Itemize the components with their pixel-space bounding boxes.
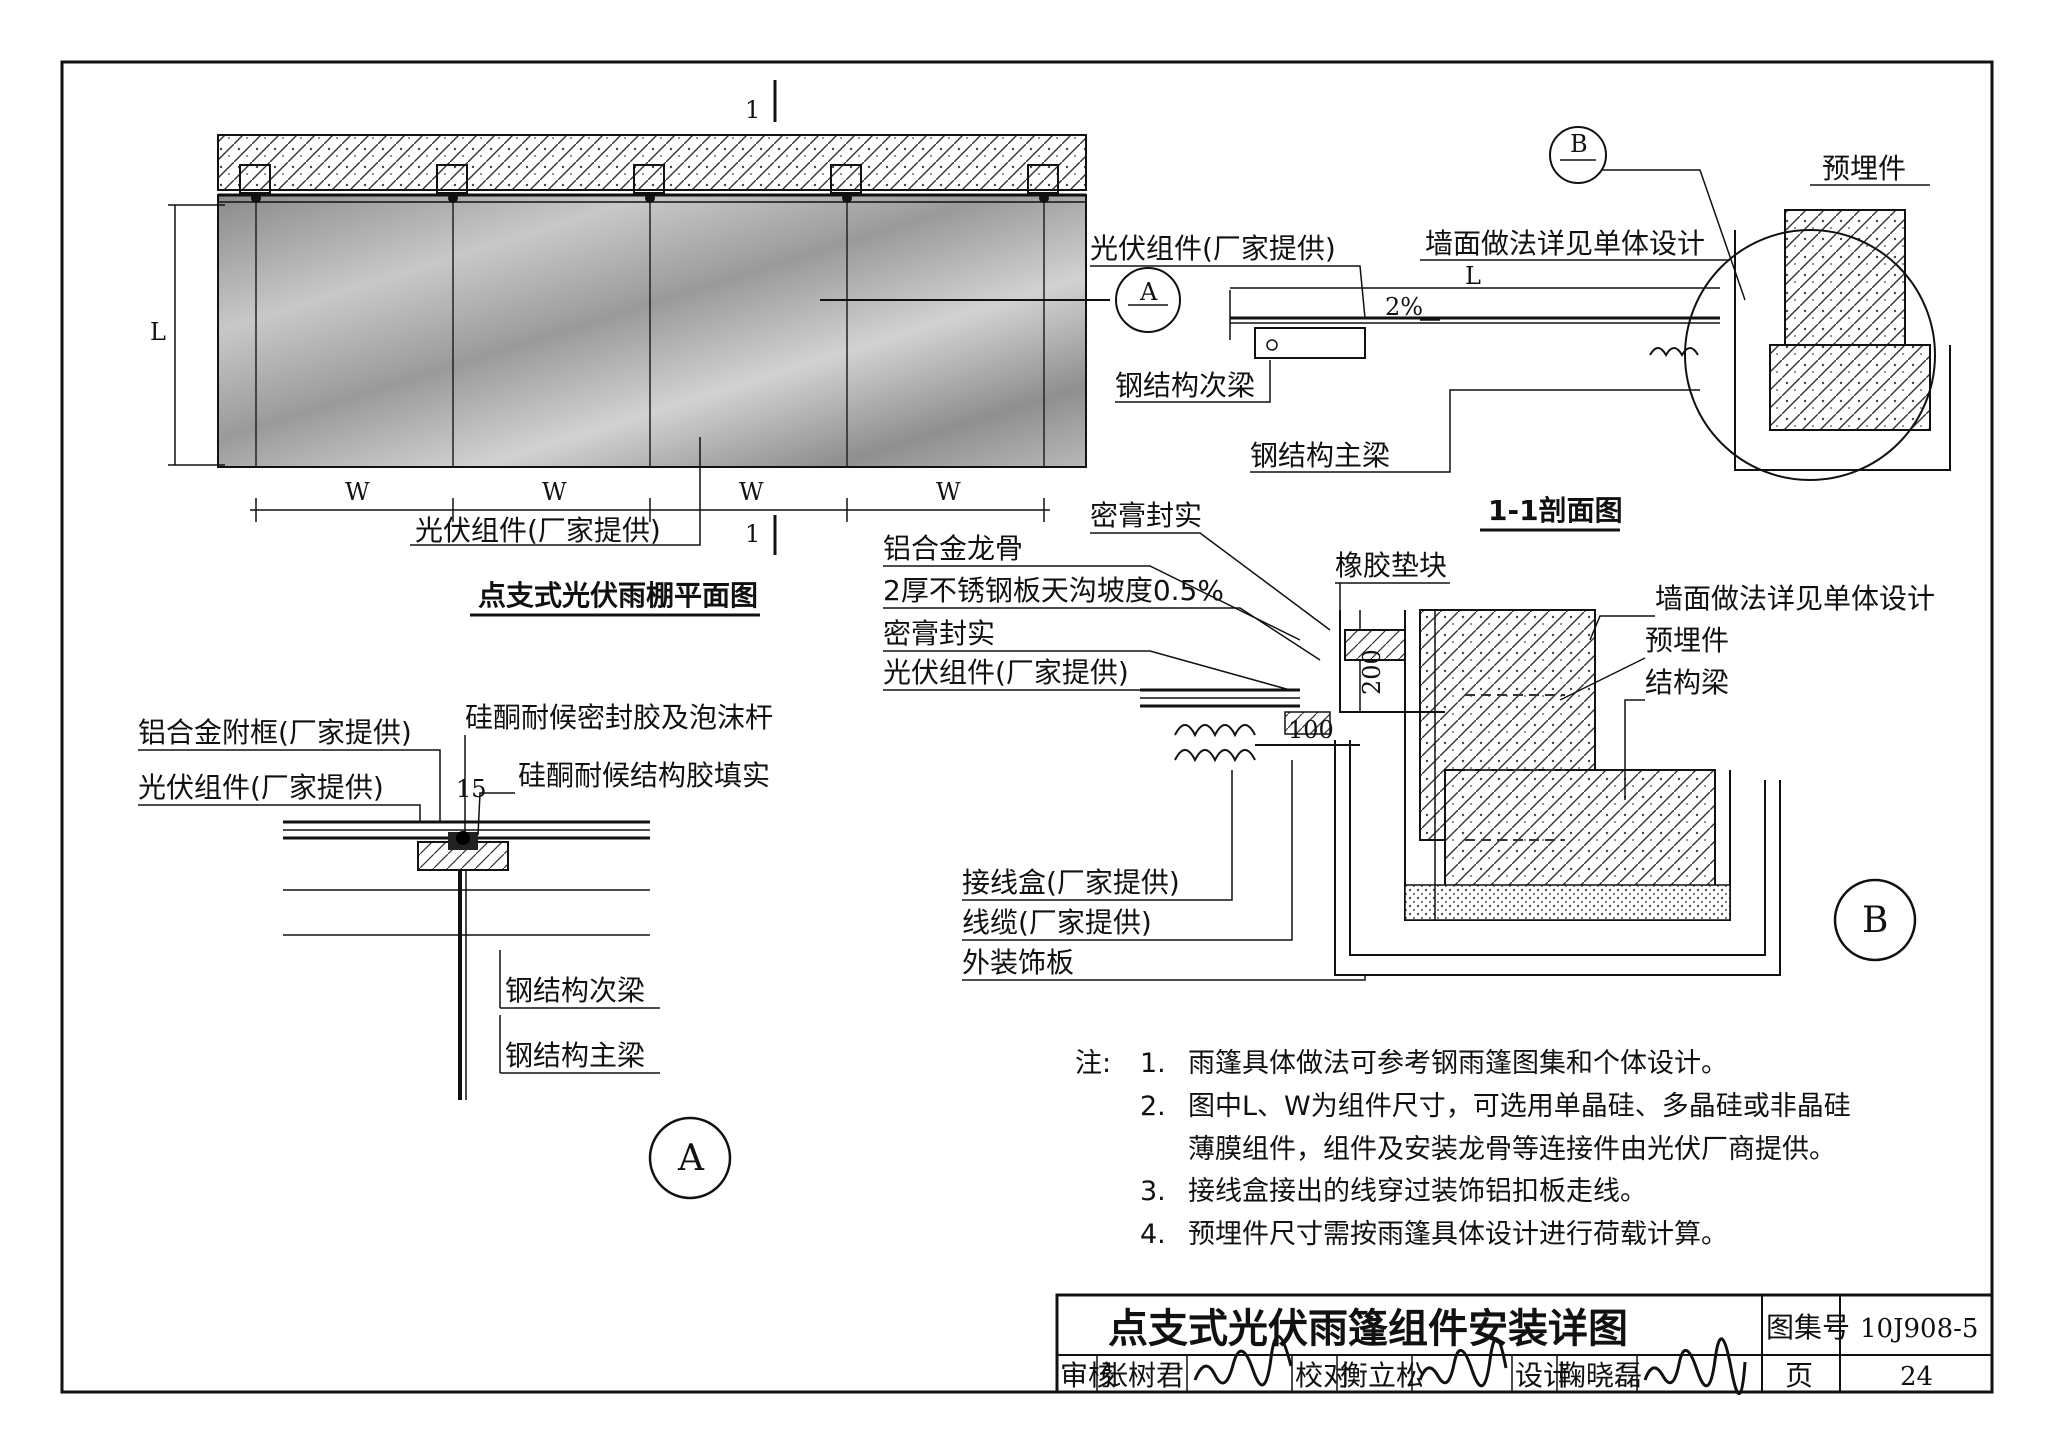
design-name: 鞠晓磊 — [1558, 1359, 1642, 1392]
detail-b-label-gutter: 2厚不锈钢板天沟坡度0.5% — [883, 574, 1224, 607]
detail-a-label-module: 光伏组件(厂家提供) — [138, 771, 384, 804]
note-2-line-1: 图中L、W为组件尺寸，可选用单晶硅、多晶硅或非晶硅 — [1188, 1091, 1851, 1122]
detail-b-label-junction: 接线盒(厂家提供) — [962, 866, 1180, 899]
detail-b-label-module: 光伏组件(厂家提供) — [883, 656, 1129, 689]
section-label-embedded: 预埋件 — [1822, 152, 1906, 185]
page-value: 24 — [1900, 1362, 1933, 1392]
detail-b-circle — [1684, 229, 1936, 481]
detail-b-label-wall: 墙面做法详见单体设计 — [1655, 582, 1935, 615]
plan-clips — [239, 164, 1059, 203]
plan-panels — [217, 194, 1087, 468]
drawing-title: 点支式光伏雨篷组件安装详图 — [1108, 1306, 1628, 1352]
note-3-line-1: 接线盒接出的线穿过装饰铝扣板走线。 — [1188, 1176, 1647, 1207]
atlas-label: 图集号 — [1766, 1311, 1850, 1344]
detail-a-label-main-beam: 钢结构主梁 — [505, 1039, 645, 1072]
section-secondary-beam — [1254, 327, 1366, 359]
detail-b-label-beam: 结构梁 — [1645, 666, 1729, 699]
detail-b-label-cladding: 外装饰板 — [962, 946, 1074, 979]
check-label: 校对 — [1295, 1359, 1351, 1392]
section-beam — [1769, 344, 1931, 431]
detail-b-label-cable: 线缆(厂家提供) — [962, 906, 1152, 939]
detail-b-dim-200: 200 — [1358, 649, 1386, 695]
detail-b-label-keel: 铝合金龙骨 — [883, 532, 1023, 565]
detail-b-label-rubber: 橡胶垫块 — [1335, 549, 1447, 582]
plan-slab — [217, 134, 1087, 191]
review-name: 张树君 — [1100, 1359, 1184, 1392]
plan-dim-w-3: W — [739, 478, 764, 506]
callout-a-letter: A — [1139, 278, 1158, 306]
note-4-line-1: 预埋件尺寸需按雨篷具体设计进行荷载计算。 — [1188, 1219, 1728, 1250]
plan-dim-w-2: W — [542, 478, 567, 506]
note-2-num: 2. — [1140, 1091, 1166, 1122]
section-1-1: L 2% B 预埋件 墙面做法详见单体设计 光伏组件(厂家提供) 钢结构次梁 钢… — [1090, 126, 1951, 532]
title-block: 点支式光伏雨篷组件安装详图 图集号 10J908-5 页 24 审核 张树君 校… — [1055, 1293, 1994, 1395]
section-mark-top: 1 — [745, 96, 760, 124]
section-label-secondary-beam: 钢结构次梁 — [1115, 369, 1255, 402]
callout-a-bubble — [1115, 267, 1181, 333]
detail-b-label-sealant-top: 密膏封实 — [1090, 499, 1202, 532]
section-label-wall: 墙面做法详见单体设计 — [1425, 227, 1705, 260]
sheet-border — [60, 60, 1994, 1394]
detail-b-mark-bubble — [1833, 878, 1917, 962]
note-4-num: 4. — [1140, 1219, 1166, 1250]
detail-a: 铝合金附框(厂家提供) 光伏组件(厂家提供) 硅酮耐候密封胶及泡沫杆 硅酮耐候结… — [138, 701, 773, 1200]
note-2-line-2: 薄膜组件，组件及安装龙骨等连接件由光伏厂商提供。 — [1188, 1134, 1836, 1165]
section-mark-bottom: 1 — [745, 520, 760, 548]
detail-b-dim-100: 100 — [1288, 716, 1334, 744]
section-slope: 2% — [1385, 293, 1423, 321]
detail-b-mark: B — [1862, 900, 1888, 941]
section-title: 1-1剖面图 — [1488, 494, 1623, 527]
design-signature — [1643, 1337, 1747, 1395]
atlas-value: 10J908-5 — [1860, 1314, 1978, 1344]
detail-a-mark: A — [677, 1138, 705, 1179]
detail-a-dim-15: 15 — [456, 775, 487, 803]
note-1-num: 1. — [1140, 1048, 1166, 1079]
detail-b-label-sealant-bottom: 密膏封实 — [883, 617, 995, 650]
detail-a-label-sealant: 硅酮耐候密封胶及泡沫杆 — [465, 701, 773, 734]
section-label-main-beam: 钢结构主梁 — [1250, 439, 1390, 472]
detail-a-label-structural: 硅酮耐候结构胶填实 — [518, 759, 770, 792]
plan-view: 1 1 L W W W W 光伏组件(厂家提供) 点支式光伏雨棚平面图 A — [150, 80, 1181, 617]
review-signature — [1193, 1334, 1293, 1387]
note-3-num: 3. — [1140, 1176, 1166, 1207]
section-dim-l: L — [1465, 262, 1481, 290]
callout-b-bubble — [1549, 126, 1607, 184]
detail-b-label-embedded: 预埋件 — [1645, 624, 1729, 657]
detail-a-mark-bubble — [648, 1116, 732, 1200]
note-1-line-1: 雨篷具体做法可参考钢雨篷图集和个体设计。 — [1188, 1048, 1728, 1079]
check-signature — [1418, 1337, 1508, 1387]
plan-dim-w-4: W — [936, 478, 961, 506]
notes: 注: 1. 雨篷具体做法可参考钢雨篷图集和个体设计。 2. 图中L、W为组件尺寸… — [1075, 1048, 1851, 1250]
plan-module-label: 光伏组件(厂家提供) — [415, 514, 661, 547]
section-label-module: 光伏组件(厂家提供) — [1090, 232, 1336, 265]
plan-title: 点支式光伏雨棚平面图 — [478, 579, 758, 612]
detail-a-label-frame: 铝合金附框(厂家提供) — [138, 716, 412, 749]
design-label: 设计 — [1515, 1359, 1571, 1392]
detail-a-label-secondary-beam: 钢结构次梁 — [505, 974, 645, 1007]
plan-dim-l: L — [150, 318, 166, 346]
detail-b: 200 100 密膏封实 铝合金龙骨 橡胶垫块 2厚不锈钢板天沟坡度0.5% 密… — [883, 499, 1935, 981]
check-name: 衡立松 — [1340, 1359, 1424, 1392]
callout-b-letter: B — [1570, 130, 1588, 158]
plan-dim-w-1: W — [345, 478, 370, 506]
notes-prefix: 注: — [1075, 1048, 1111, 1079]
review-label: 审核 — [1060, 1359, 1116, 1392]
page-label: 页 — [1785, 1359, 1813, 1392]
